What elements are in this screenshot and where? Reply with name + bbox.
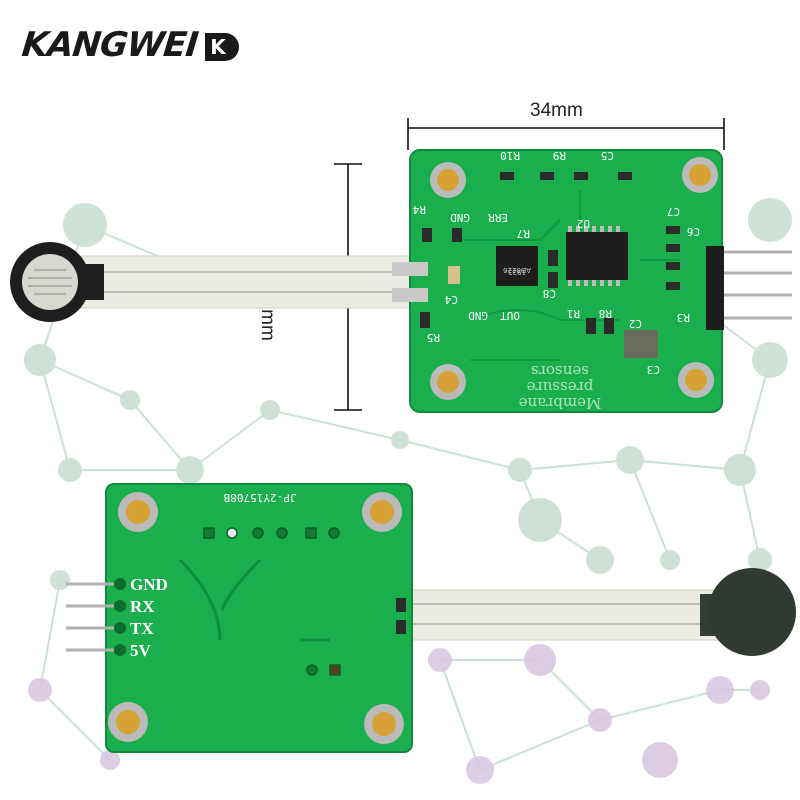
svg-text:R7: R7 (517, 227, 530, 240)
svg-text:C5: C5 (601, 149, 614, 162)
svg-text:AD8226: AD8226 (502, 266, 531, 274)
svg-text:GND: GND (468, 309, 488, 322)
pin-gnd-label: GND (130, 575, 168, 594)
svg-text:R8: R8 (599, 307, 612, 320)
svg-text:sensors: sensors (531, 362, 589, 380)
svg-text:C4: C4 (444, 293, 458, 306)
svg-text:R5: R5 (427, 331, 440, 344)
svg-text:C7: C7 (667, 205, 680, 218)
svg-text:R4: R4 (412, 203, 426, 216)
brand-logo: KANGWEI K (20, 22, 241, 68)
u2-chip (566, 232, 628, 280)
svg-text:R1: R1 (567, 307, 580, 320)
svg-text:ERR: ERR (488, 211, 508, 224)
svg-text:GND: GND (450, 211, 470, 224)
top-sensor-strip (59, 255, 431, 309)
svg-text:U2: U2 (577, 217, 590, 230)
svg-text:C2: C2 (629, 317, 642, 330)
svg-text:OUT: OUT (500, 309, 520, 322)
bottom-mount-holes (108, 492, 404, 744)
bottom-sensor-strip (403, 589, 725, 641)
bottom-sensor-pad (700, 568, 796, 656)
svg-text:C8: C8 (543, 287, 556, 300)
pin-tx-label: TX (130, 619, 154, 638)
top-sensor-pad (10, 242, 104, 322)
svg-text:1923: 1923 (508, 268, 526, 276)
pin-rx-label: RX (130, 597, 155, 616)
amp-chip (496, 246, 538, 286)
c2-capacitor (624, 330, 658, 358)
pin-5v-label: 5V (130, 641, 152, 660)
brand-badge-icon: K (205, 33, 240, 61)
width-dimension-label: 34mm (530, 100, 583, 121)
svg-text:R3: R3 (677, 311, 690, 324)
svg-text:R10: R10 (500, 149, 520, 162)
top-header-pins (706, 246, 792, 330)
svg-text:K: K (211, 35, 228, 59)
svg-text:Membrane: Membrane (519, 394, 602, 412)
svg-text:C3: C3 (647, 363, 660, 376)
svg-text:R9: R9 (553, 149, 566, 162)
top-mount-holes (430, 157, 718, 400)
bottom-header-pins (66, 582, 118, 652)
svg-text:C6: C6 (687, 225, 700, 238)
svg-text:pressure: pressure (527, 378, 594, 396)
pin-labels: GND RX TX 5V (130, 575, 168, 660)
board-serial: JP-2Y15708B (223, 491, 296, 504)
